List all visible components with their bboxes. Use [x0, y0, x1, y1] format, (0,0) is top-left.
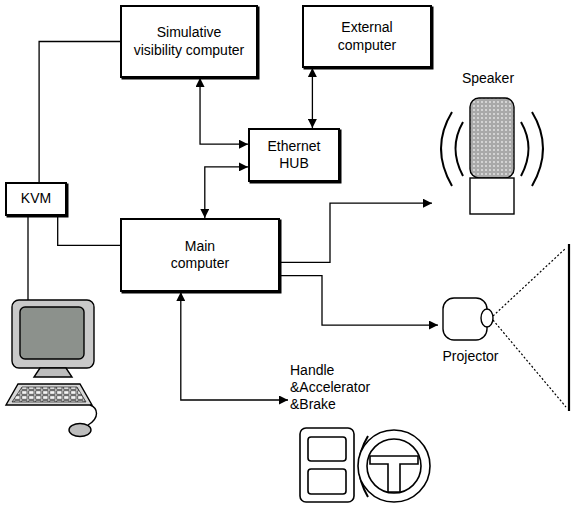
sound-arc: [441, 112, 452, 186]
connector: [39, 42, 120, 183]
connector: [280, 276, 438, 325]
speaker-body: [470, 178, 514, 214]
node-label: Projector: [440, 348, 500, 365]
computer-box: Simulative visibility computer: [120, 5, 258, 78]
node-label: Speaker: [460, 70, 516, 87]
projection-ray: [493, 248, 566, 316]
workstation-icon: [6, 300, 97, 437]
computer-box: Main computer: [120, 218, 280, 292]
connector: [205, 167, 248, 218]
connector: [58, 216, 120, 245]
keyboard-keys: [12, 387, 86, 402]
mouse: [69, 424, 91, 437]
computer-box: External computer: [302, 5, 432, 68]
node-label: External computer: [327, 19, 407, 53]
monitor-stand: [34, 368, 72, 377]
projector-lens: [481, 309, 493, 327]
projection-screen: [568, 244, 570, 411]
kvm-wire: [27, 216, 28, 301]
node-label: Main computer: [158, 238, 242, 272]
projector-icon: [443, 244, 569, 411]
connector: [200, 78, 248, 144]
controls-node: Handle &Accelerator &Brake: [288, 362, 438, 506]
connector: [312, 68, 313, 128]
node-label: KVM: [21, 190, 51, 207]
connector: [181, 292, 288, 400]
switch-box: KVM: [5, 182, 67, 216]
projection-ray: [493, 320, 566, 407]
brake-pedal: [308, 469, 346, 494]
projector-node: Projector: [438, 295, 503, 365]
controls-icon: [300, 428, 430, 502]
connector: [280, 203, 432, 262]
node-label: Handle &Accelerator &Brake: [288, 362, 388, 413]
sound-arc: [532, 112, 543, 186]
speaker-grill: [470, 98, 514, 178]
accelerator-pedal: [308, 437, 346, 461]
monitor-screen: [20, 307, 84, 359]
steering-wheel: [358, 430, 430, 502]
monitor-case: [12, 300, 94, 368]
sound-arc: [456, 122, 464, 176]
speaker-node: Speaker: [432, 70, 544, 218]
pedal-unit: [300, 428, 354, 502]
wheel-spokes: [370, 456, 418, 492]
hub-box: Ethernet HUB: [248, 128, 340, 182]
node-label: Simulative visibility computer: [133, 24, 245, 58]
keyboard: [6, 384, 92, 405]
sound-arc: [521, 122, 529, 176]
speaker-icon: [441, 98, 543, 214]
steering-wheel-inner: [367, 439, 421, 493]
node-label: Ethernet HUB: [262, 138, 326, 172]
mouse-cable: [88, 405, 97, 425]
